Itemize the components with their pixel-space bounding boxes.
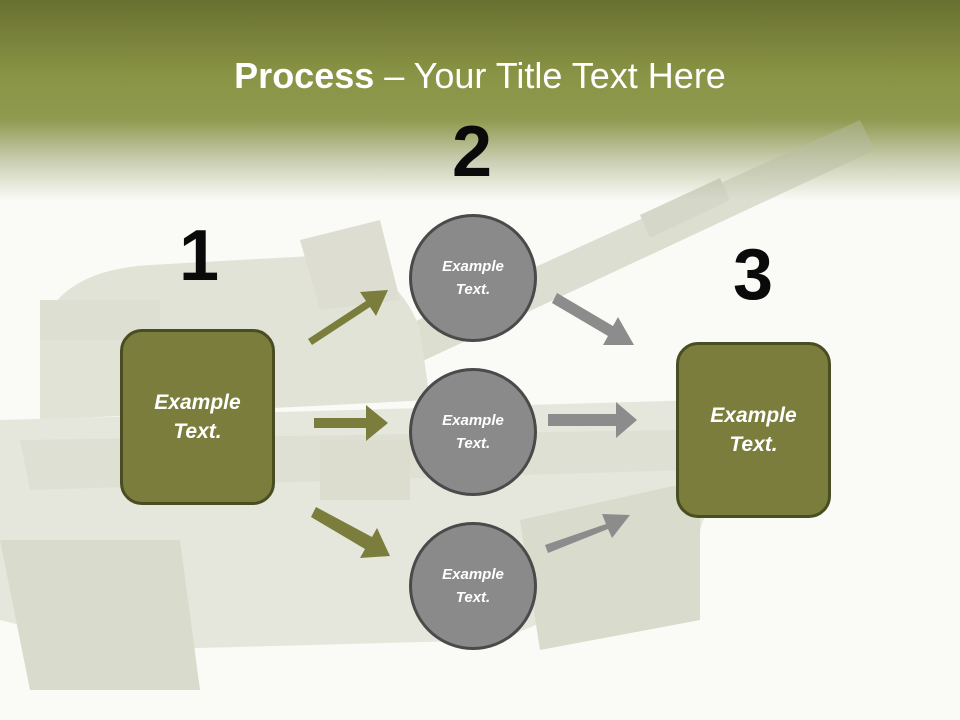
step-number-2: 2 xyxy=(451,112,493,192)
step-number-1: 1 xyxy=(178,216,220,296)
arrow-left-to-top xyxy=(308,290,388,345)
process-circle-top: Example Text. xyxy=(409,214,537,342)
title-bold: Process xyxy=(234,55,375,96)
arrow-left-to-bottom xyxy=(311,507,390,558)
page-title: Process – Your Title Text Here xyxy=(0,52,960,100)
arrow-left-to-middle xyxy=(314,405,388,441)
process-box-left: Example Text. xyxy=(120,329,275,505)
title-rest: – Your Title Text Here xyxy=(374,55,726,96)
arrow-bottom-to-right xyxy=(545,514,630,553)
arrow-middle-to-right xyxy=(548,402,637,438)
process-circle-bottom: Example Text. xyxy=(409,522,537,650)
header-band xyxy=(0,0,960,200)
process-circle-middle: Example Text. xyxy=(409,368,537,496)
arrow-top-to-right xyxy=(552,293,634,345)
step-number-3: 3 xyxy=(732,235,774,315)
process-box-right: Example Text. xyxy=(676,342,831,518)
